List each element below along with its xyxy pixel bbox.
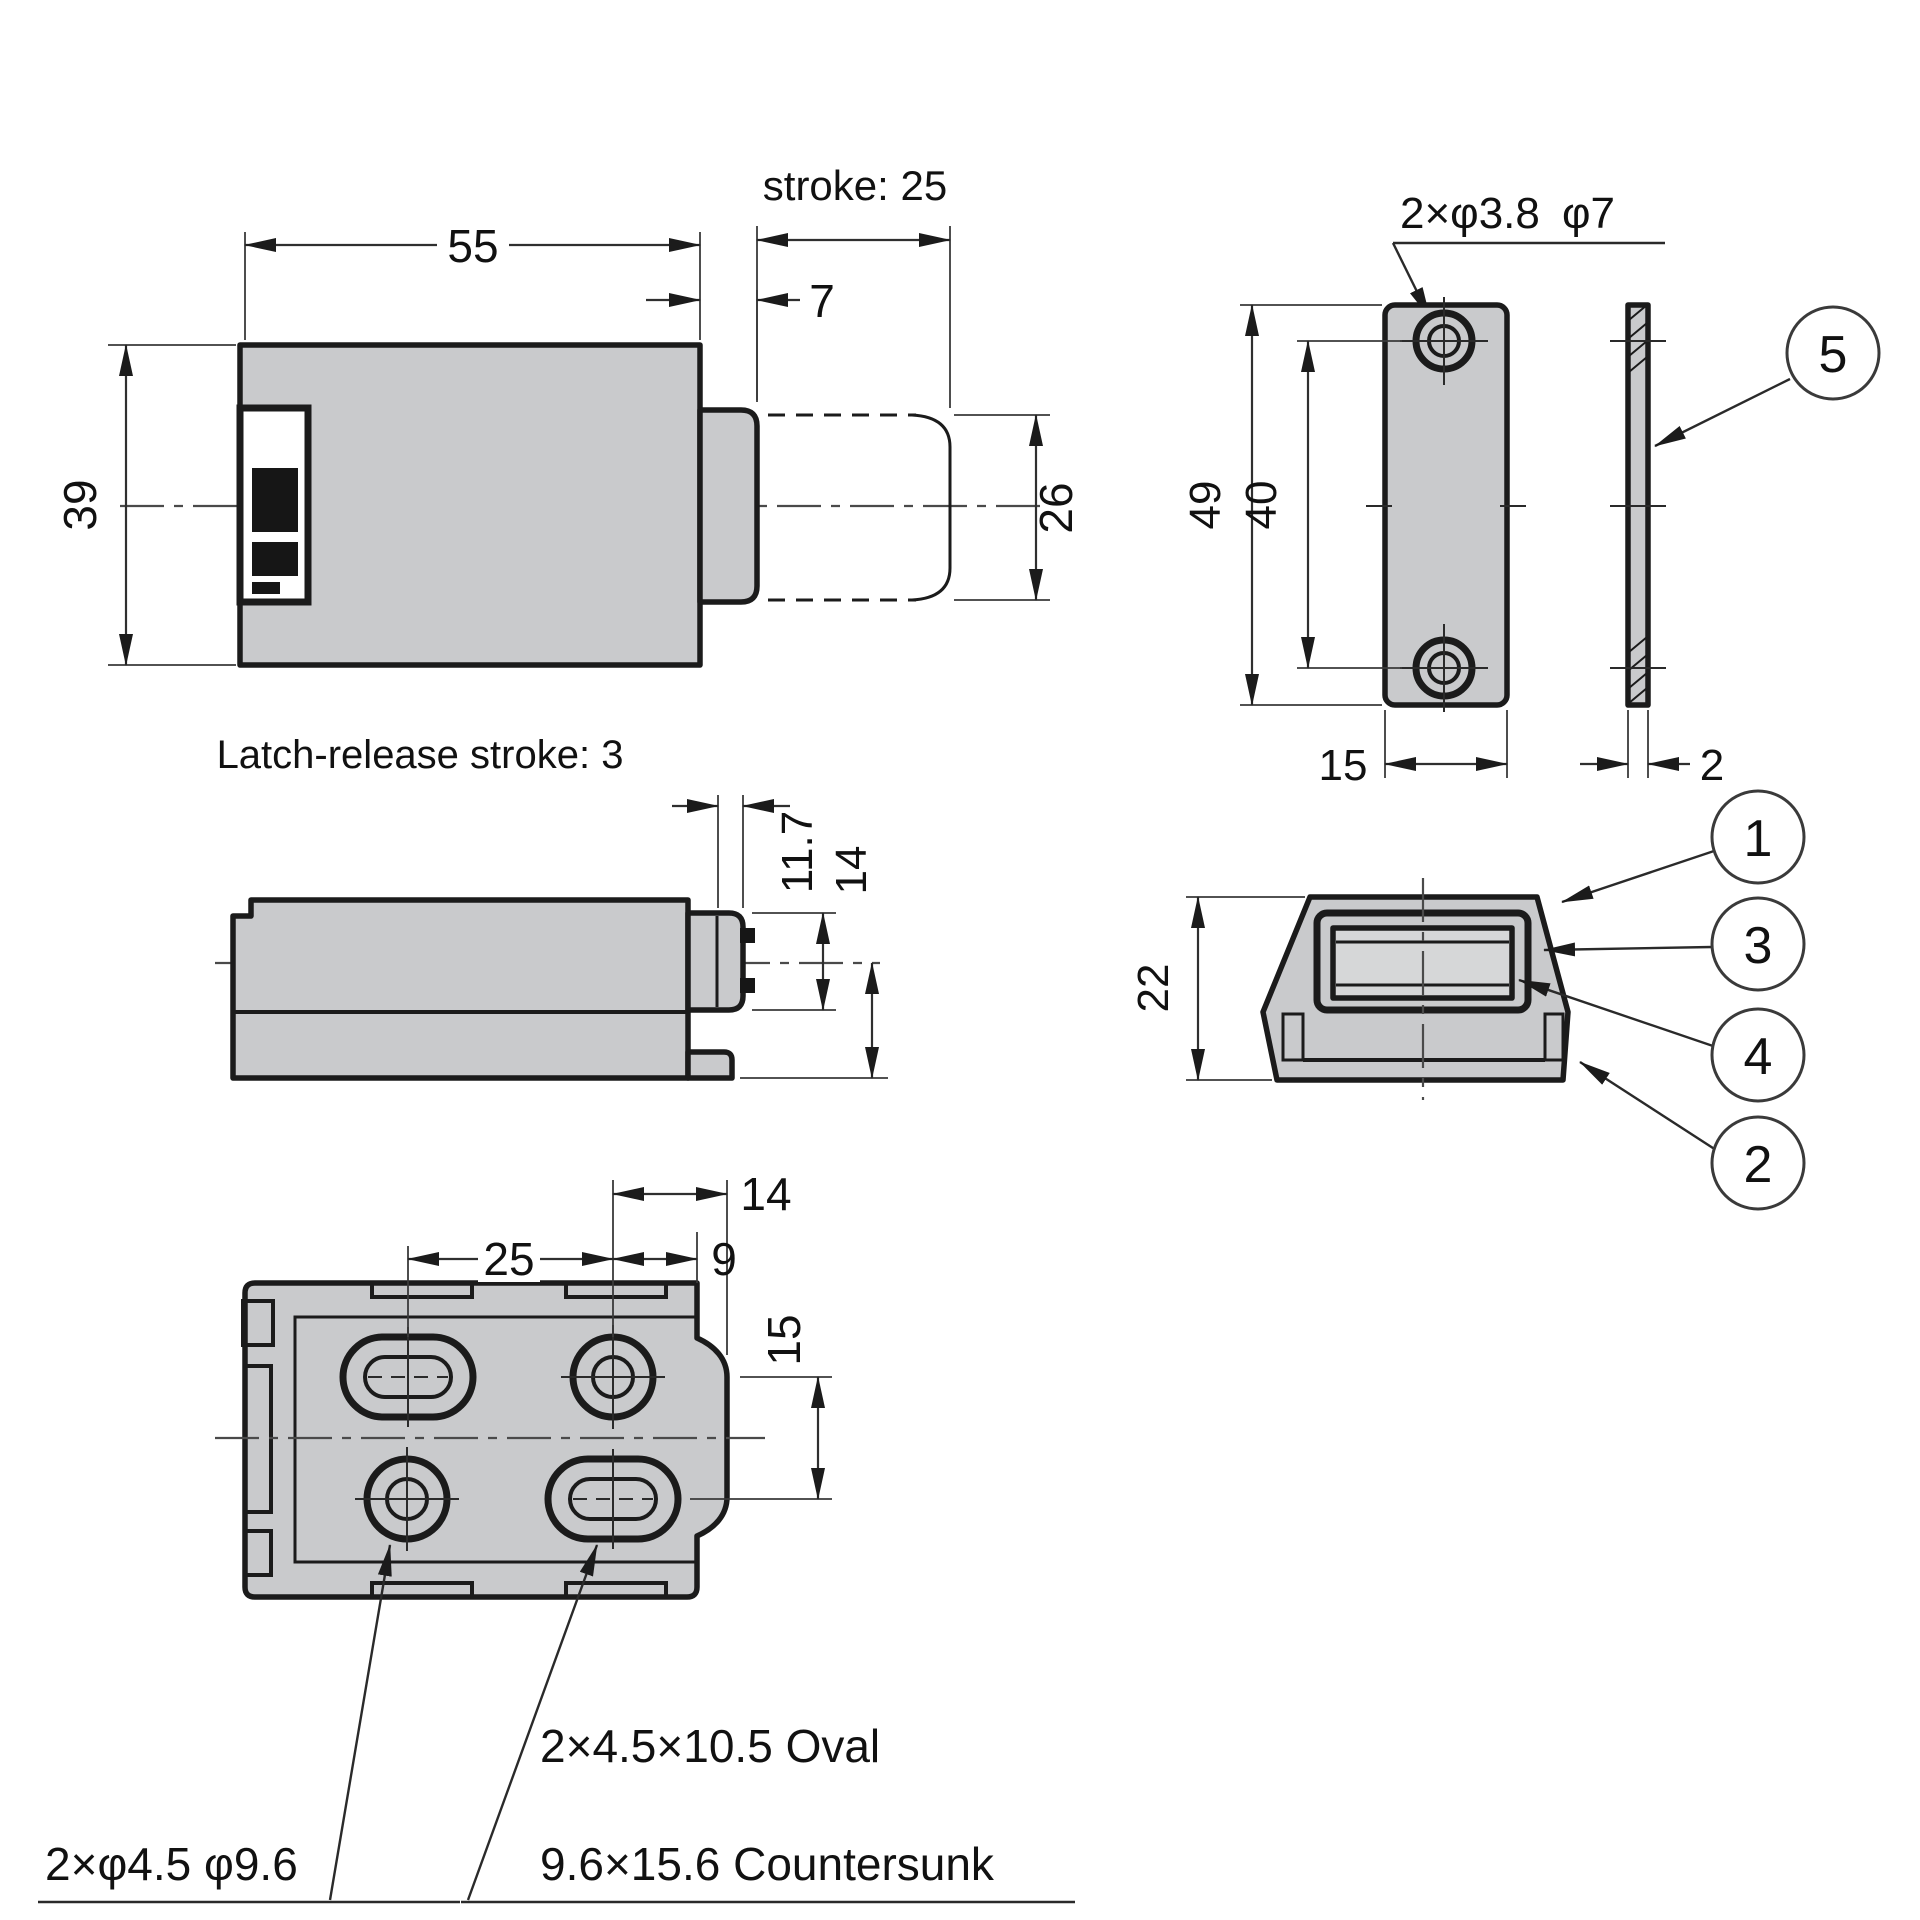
dim-hole-pitch-x: 25 bbox=[483, 1233, 534, 1285]
dim-plate-height: 49 bbox=[1181, 481, 1230, 530]
mounting-plate bbox=[242, 1280, 730, 1600]
view-end: 22 1 3 4 2 bbox=[1129, 789, 1806, 1211]
dim-lower-height: 14 bbox=[827, 846, 876, 895]
dim-hole-to-edge: 14 bbox=[740, 1168, 791, 1220]
dim-plate-thickness: 2 bbox=[1700, 741, 1724, 790]
dim-body-height: 39 bbox=[54, 479, 106, 530]
strike-plate-side-view bbox=[1610, 302, 1666, 708]
rear-spring-detail bbox=[252, 468, 298, 532]
round-hole-bottom bbox=[355, 1447, 459, 1551]
plunger-retracted bbox=[697, 407, 760, 605]
screw-hole-top bbox=[1400, 297, 1488, 385]
callout-hole-spec2: φ7 bbox=[1562, 189, 1615, 238]
plunger-extended-cap bbox=[911, 413, 952, 602]
note-oval-line2: 9.6×15.6 Countersunk bbox=[540, 1838, 995, 1890]
screw-hole-bottom bbox=[1400, 624, 1488, 712]
rear-spring-detail2 bbox=[252, 542, 298, 576]
view-plan: 14 25 9 15 2×φ4.5 φ9.6 2×4.5×10.5 Oval 9… bbox=[38, 1168, 1075, 1904]
end-slot-right bbox=[1543, 1012, 1565, 1062]
balloon-4-label: 4 bbox=[1744, 1028, 1773, 1086]
dim-body-length: 55 bbox=[447, 220, 498, 272]
balloon-2 bbox=[1710, 1115, 1806, 1211]
dim-hole-pitch-y: 15 bbox=[758, 1314, 810, 1365]
oval-slot-bottom bbox=[544, 1449, 682, 1549]
dim-hole-pitch: 40 bbox=[1237, 481, 1286, 530]
dim-nub-protrusion: 7 bbox=[809, 275, 835, 327]
dim-plate-width: 15 bbox=[1319, 741, 1368, 790]
balloon-1 bbox=[1710, 789, 1806, 885]
caption-latch-release: Latch-release stroke: 3 bbox=[217, 733, 624, 777]
round-hole-top bbox=[561, 1325, 665, 1429]
balloon-2-label: 2 bbox=[1744, 1136, 1773, 1194]
latch-hook-top bbox=[740, 928, 755, 943]
dim-end-height: 22 bbox=[1129, 964, 1178, 1013]
note-oval-line1: 2×4.5×10.5 Oval bbox=[540, 1720, 880, 1772]
balloon-3 bbox=[1710, 896, 1806, 992]
dim-latch-tip-height: 11.7 bbox=[773, 811, 822, 893]
mount-tab-1 bbox=[241, 1299, 275, 1347]
mount-tab-3 bbox=[243, 1529, 273, 1577]
end-slot-left bbox=[1281, 1012, 1305, 1062]
dim-plunger-height: 26 bbox=[1030, 482, 1082, 533]
dim-stroke-label: stroke: 25 bbox=[763, 162, 947, 209]
balloon-5 bbox=[1785, 305, 1881, 401]
lower-catch bbox=[685, 1049, 735, 1081]
note-round-holes: 2×φ4.5 φ9.6 bbox=[45, 1838, 298, 1890]
callout-hole-spec: 2×φ3.8 bbox=[1400, 189, 1540, 238]
balloon-5-label: 5 bbox=[1819, 326, 1848, 384]
latch-hook-bottom bbox=[740, 978, 755, 993]
balloon-4 bbox=[1710, 1007, 1806, 1103]
dim-gap bbox=[437, 220, 509, 270]
view-released-side: Latch-release stroke: 3 11.7 14 bbox=[215, 733, 888, 1081]
dim-hole-to-notch: 9 bbox=[711, 1233, 737, 1285]
view-retracted-side: 55 stroke: 25 7 39 26 bbox=[54, 162, 1082, 668]
oval-slot-top bbox=[339, 1327, 477, 1427]
view-strike-plate: 2×φ3.8 φ7 49 40 bbox=[1181, 189, 1881, 790]
balloon-1-label: 1 bbox=[1744, 810, 1773, 868]
rear-spring-detail3 bbox=[252, 582, 280, 594]
latch-body-side bbox=[230, 897, 691, 1081]
balloon-3-label: 3 bbox=[1744, 917, 1773, 975]
